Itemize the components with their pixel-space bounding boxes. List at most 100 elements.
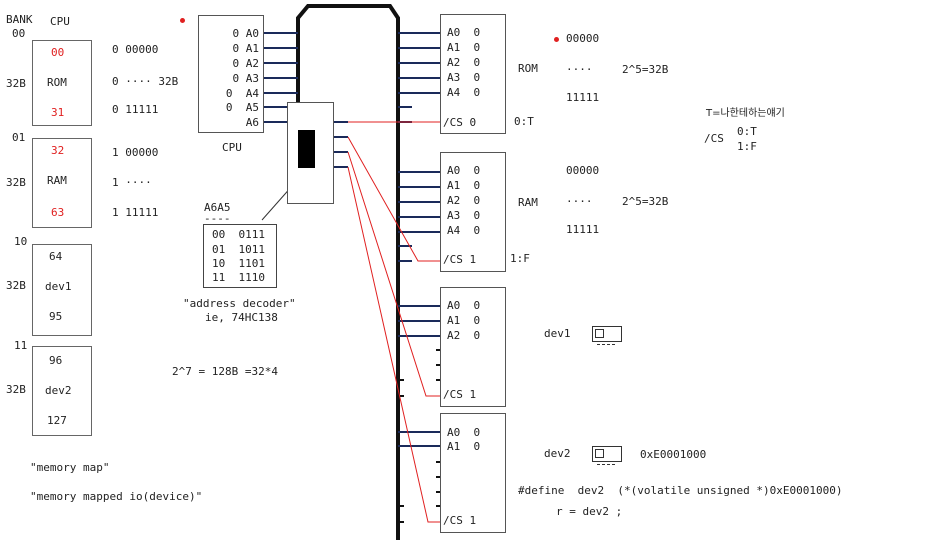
address-marker (554, 37, 559, 42)
decoder-part-number: ie, 74HC138 (205, 311, 278, 324)
block-name: dev2 (45, 384, 72, 397)
chip-pin: A0 0 (447, 164, 481, 177)
truth-table-row: 10 1101 (212, 257, 265, 270)
pin1-marker (180, 18, 185, 23)
ram-start-address: 00000 (566, 164, 600, 177)
memory-block-ram: 32 RAM 63 (32, 138, 92, 228)
block-start-address: 64 (49, 250, 63, 263)
bank-label: 00 (12, 27, 26, 40)
decoder-title: A6A5 (204, 201, 231, 214)
binary-address: 0 11111 (112, 103, 159, 116)
chip-pin: A2 0 (447, 56, 481, 69)
chip-pin: A0 0 (447, 299, 481, 312)
ram-dots: ···· (566, 195, 593, 208)
cs-note-label: /CS (704, 132, 724, 145)
chip-select-pin: /CS 1 (443, 388, 477, 401)
cpu-pin: 0 A1 (232, 42, 260, 55)
mmio-note: "memory mapped io(device)" (30, 490, 203, 503)
ram-end-address: 11111 (566, 223, 600, 236)
bank-label: 11 (14, 339, 28, 352)
cpu-chip: 0 A0 0 A1 0 A2 0 A3 0 A4 0 A5 A6 (198, 15, 264, 133)
binary-address: 1 00000 (112, 146, 159, 159)
chip-pin: A0 0 (447, 26, 481, 39)
chip-pin: A0 0 (447, 426, 481, 439)
block-end-address: 31 (51, 106, 65, 119)
block-start-address: 96 (49, 354, 63, 367)
cpu-header: CPU (50, 15, 70, 28)
block-name: RAM (47, 174, 67, 187)
dev2-chip: A0 0 A1 0 /CS 1 (440, 413, 506, 533)
cpu-bus-lines (262, 32, 298, 123)
cpu-pin: 0 A0 (232, 27, 260, 40)
bank-header: BANK (6, 13, 33, 26)
memory-block-dev1: 64 dev1 95 (32, 244, 92, 336)
rom-info-name: ROM (518, 62, 538, 75)
cpu-pin: 0 A4 (225, 87, 259, 100)
cs-definition: T=나한테하는얘기 (706, 108, 785, 119)
dev2-assignment: r = dev2 ; (556, 505, 623, 518)
cpu-pin: 0 A5 (225, 101, 259, 114)
rom-end-address: 11111 (566, 91, 600, 104)
chip-pin: A1 0 (447, 314, 481, 327)
size-label: 32B (6, 77, 26, 90)
size-label: 32B (6, 279, 26, 292)
rom-chip: A0 0 A1 0 A2 0 A3 0 A4 0 /CS 0 (440, 14, 506, 134)
bus-taps (398, 32, 440, 447)
rom-dots: ···· (566, 63, 593, 76)
block-end-address: 127 (47, 414, 67, 427)
binary-address: 1 ···· (112, 176, 152, 189)
block-name: dev1 (45, 280, 72, 293)
bank-label: 01 (12, 131, 26, 144)
cpu-pin: A6 (245, 116, 259, 129)
address-decoder-chip (287, 102, 334, 204)
ram-size: 2^5=32B (622, 195, 669, 208)
dev2-label: dev2 (544, 447, 571, 460)
memory-block-dev2: 96 dev2 127 (32, 346, 92, 436)
memory-block-rom: 00 ROM 31 (32, 40, 92, 126)
bank-label: 10 (14, 235, 28, 248)
chip-pin: A2 0 (447, 329, 481, 342)
memory-map-note: "memory map" (30, 461, 110, 474)
chip-pin: A3 0 (447, 209, 481, 222)
chip-pin: A4 0 (447, 224, 481, 237)
cpu-chip-label: CPU (222, 141, 242, 154)
address-bus (296, 3, 400, 540)
address-space-formula: 2^7 = 128B =32*4 (172, 365, 278, 378)
decoder-outputs (332, 121, 348, 168)
dev2-define: #define dev2 (*(volatile unsigned *)0xE0… (518, 484, 843, 497)
cs-note-false: 1:F (737, 140, 757, 153)
expansion-card-icon (592, 446, 622, 465)
chip-pin: A1 0 (447, 440, 481, 453)
rom-size: 2^5=32B (622, 63, 669, 76)
block-end-address: 95 (49, 310, 63, 323)
chip-pin: A2 0 (447, 194, 481, 207)
truth-table-row: 00 0111 (212, 228, 265, 241)
cpu-pin: 0 A3 (232, 72, 260, 85)
chip-select-pin: /CS 1 (443, 514, 477, 527)
chip-select-state: 0:T (514, 115, 534, 128)
expansion-card-icon (592, 326, 622, 345)
decoder-truth-table: 00 0111 01 1011 10 1101 11 1110 (203, 224, 277, 288)
ram-chip: A0 0 A1 0 A2 0 A3 0 A4 0 /CS 1 (440, 152, 506, 272)
size-label: 32B (6, 176, 26, 189)
size-label: 32B (6, 383, 26, 396)
block-start-address: 00 (51, 46, 65, 59)
dev2-address: 0xE0001000 (640, 448, 707, 461)
binary-address: 0 00000 (112, 43, 159, 56)
decoder-rule: ---- (204, 212, 231, 225)
ram-info-name: RAM (518, 196, 538, 209)
cpu-pin: 0 A2 (232, 57, 260, 70)
block-start-address: 32 (51, 144, 65, 157)
chip-select-state: 1:F (510, 252, 530, 265)
decoder-caption: "address decoder" (183, 297, 296, 310)
bus-ticks (398, 349, 440, 523)
dev1-chip: A0 0 A1 0 A2 0 /CS 1 (440, 287, 506, 407)
binary-address: 0 ···· 32B (112, 75, 179, 88)
chip-pin: A3 0 (447, 71, 481, 84)
cs-note-true: 0:T (737, 125, 757, 138)
truth-table-row: 11 1110 (212, 271, 265, 284)
chip-select-pin: /CS 1 (443, 253, 477, 266)
chip-pin: A1 0 (447, 179, 481, 192)
decoder-core (298, 130, 315, 168)
